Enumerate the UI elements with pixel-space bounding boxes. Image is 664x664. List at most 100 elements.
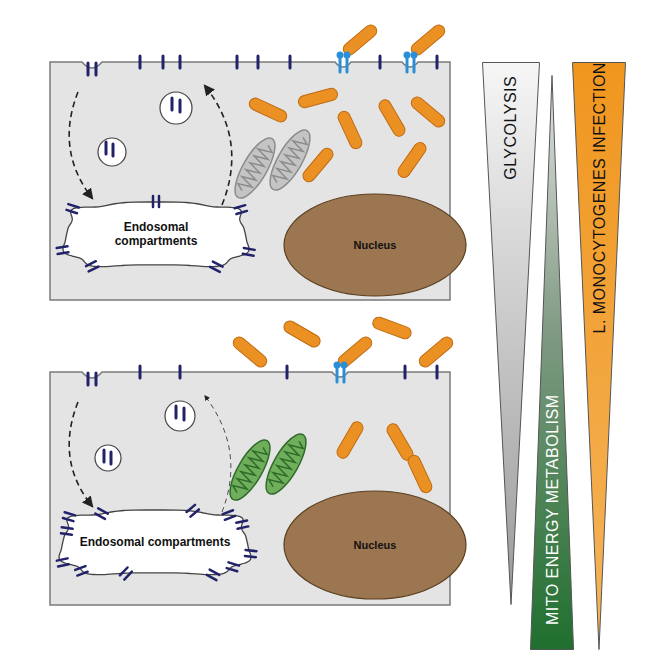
receptor (179, 100, 182, 112)
receptor (379, 56, 382, 68)
receptor (223, 510, 233, 514)
receptor (210, 570, 220, 575)
receptor (57, 558, 68, 560)
vesicle (160, 92, 192, 124)
bacterium (282, 319, 323, 349)
nucleus-envelope (284, 194, 466, 296)
bound-receptor (344, 52, 351, 59)
receptor (105, 142, 108, 154)
receptor (404, 366, 407, 378)
bacterium (396, 140, 429, 180)
gradient-wedge (483, 63, 540, 605)
receptor (289, 56, 292, 68)
bound-receptor (404, 52, 411, 59)
receptor (95, 373, 98, 385)
receptor (236, 521, 247, 523)
nucleus: Nucleus (283, 490, 467, 600)
receptor (257, 56, 260, 68)
bound-receptor (334, 362, 341, 369)
axis-label: L. MONOCYTOGENES INFECTION (590, 62, 608, 333)
receptor (236, 211, 247, 214)
mitochondrion (259, 429, 314, 500)
recycling-arrow (205, 86, 232, 205)
endosomal-compartment: Endosomal compartments (60, 200, 252, 270)
node-label: Nucleus (354, 239, 397, 252)
receptor (179, 56, 182, 68)
bacterium (409, 95, 447, 130)
receptor (62, 527, 73, 528)
receptor (246, 550, 257, 551)
gradient-wedge (531, 76, 574, 650)
receptor (86, 261, 96, 266)
receptor (436, 366, 439, 378)
receptor (191, 509, 199, 516)
receptor (227, 568, 238, 571)
receptor (245, 556, 256, 557)
receptor (87, 373, 90, 385)
receptor (103, 450, 106, 462)
bacterium (335, 420, 365, 461)
receptor (112, 144, 115, 156)
receptor (87, 63, 90, 75)
receptor (65, 512, 76, 515)
receptor (110, 452, 113, 464)
receptor (158, 196, 161, 207)
receptor (120, 567, 128, 575)
receptor (139, 366, 142, 378)
receptor (95, 514, 105, 519)
bacterium (406, 453, 434, 494)
bacterium (297, 87, 339, 109)
receptor (436, 56, 439, 68)
axis-label: GLYCOLYSIS (502, 76, 520, 180)
bacterium (231, 335, 269, 370)
receptor (286, 366, 289, 378)
recycling-arrow (205, 396, 231, 512)
receptor (152, 196, 155, 207)
glycolysis-gradient: GLYCOLYSIS (482, 62, 540, 605)
receptor (210, 267, 220, 272)
receptor (162, 56, 165, 68)
gradient-wedge (573, 63, 626, 650)
nucleus-envelope (284, 491, 466, 599)
receptor (235, 205, 246, 208)
nucleus: Nucleus (283, 193, 467, 297)
receptor (124, 572, 132, 580)
receptor (75, 566, 85, 570)
vesicle (98, 138, 126, 166)
endosome-membrane (63, 202, 249, 267)
mitochondrion (263, 125, 318, 196)
bacterium (301, 146, 336, 184)
receptor (61, 533, 72, 534)
infection-gradient: L. MONOCYTOGENES INFECTION (572, 62, 626, 650)
receptor (225, 516, 235, 520)
receptor (58, 252, 69, 254)
receptor (238, 526, 249, 528)
receptor (244, 248, 255, 250)
receptor (175, 406, 178, 418)
bacterium (377, 98, 407, 139)
bacterium (336, 335, 374, 370)
receptor (228, 562, 239, 565)
receptor (139, 56, 142, 68)
bacterium (247, 96, 288, 124)
receptor (98, 508, 108, 513)
receptor (67, 210, 77, 213)
receptor (95, 63, 98, 75)
bound-receptor (411, 52, 418, 59)
receptor (171, 98, 174, 110)
receptor (236, 56, 239, 68)
bacterium (417, 335, 455, 370)
bacterium (371, 316, 413, 341)
axis-label: MITO ENERGY METABOLISM (543, 395, 561, 626)
receptor (68, 204, 78, 207)
endosome-membrane (59, 510, 251, 575)
bound-receptor (341, 362, 348, 369)
endocytosis-arrow (69, 92, 92, 198)
node-label: Nucleus (354, 539, 397, 552)
bacterium (336, 109, 364, 150)
vesicle (95, 445, 121, 471)
receptor (77, 572, 87, 576)
receptor (213, 262, 223, 267)
